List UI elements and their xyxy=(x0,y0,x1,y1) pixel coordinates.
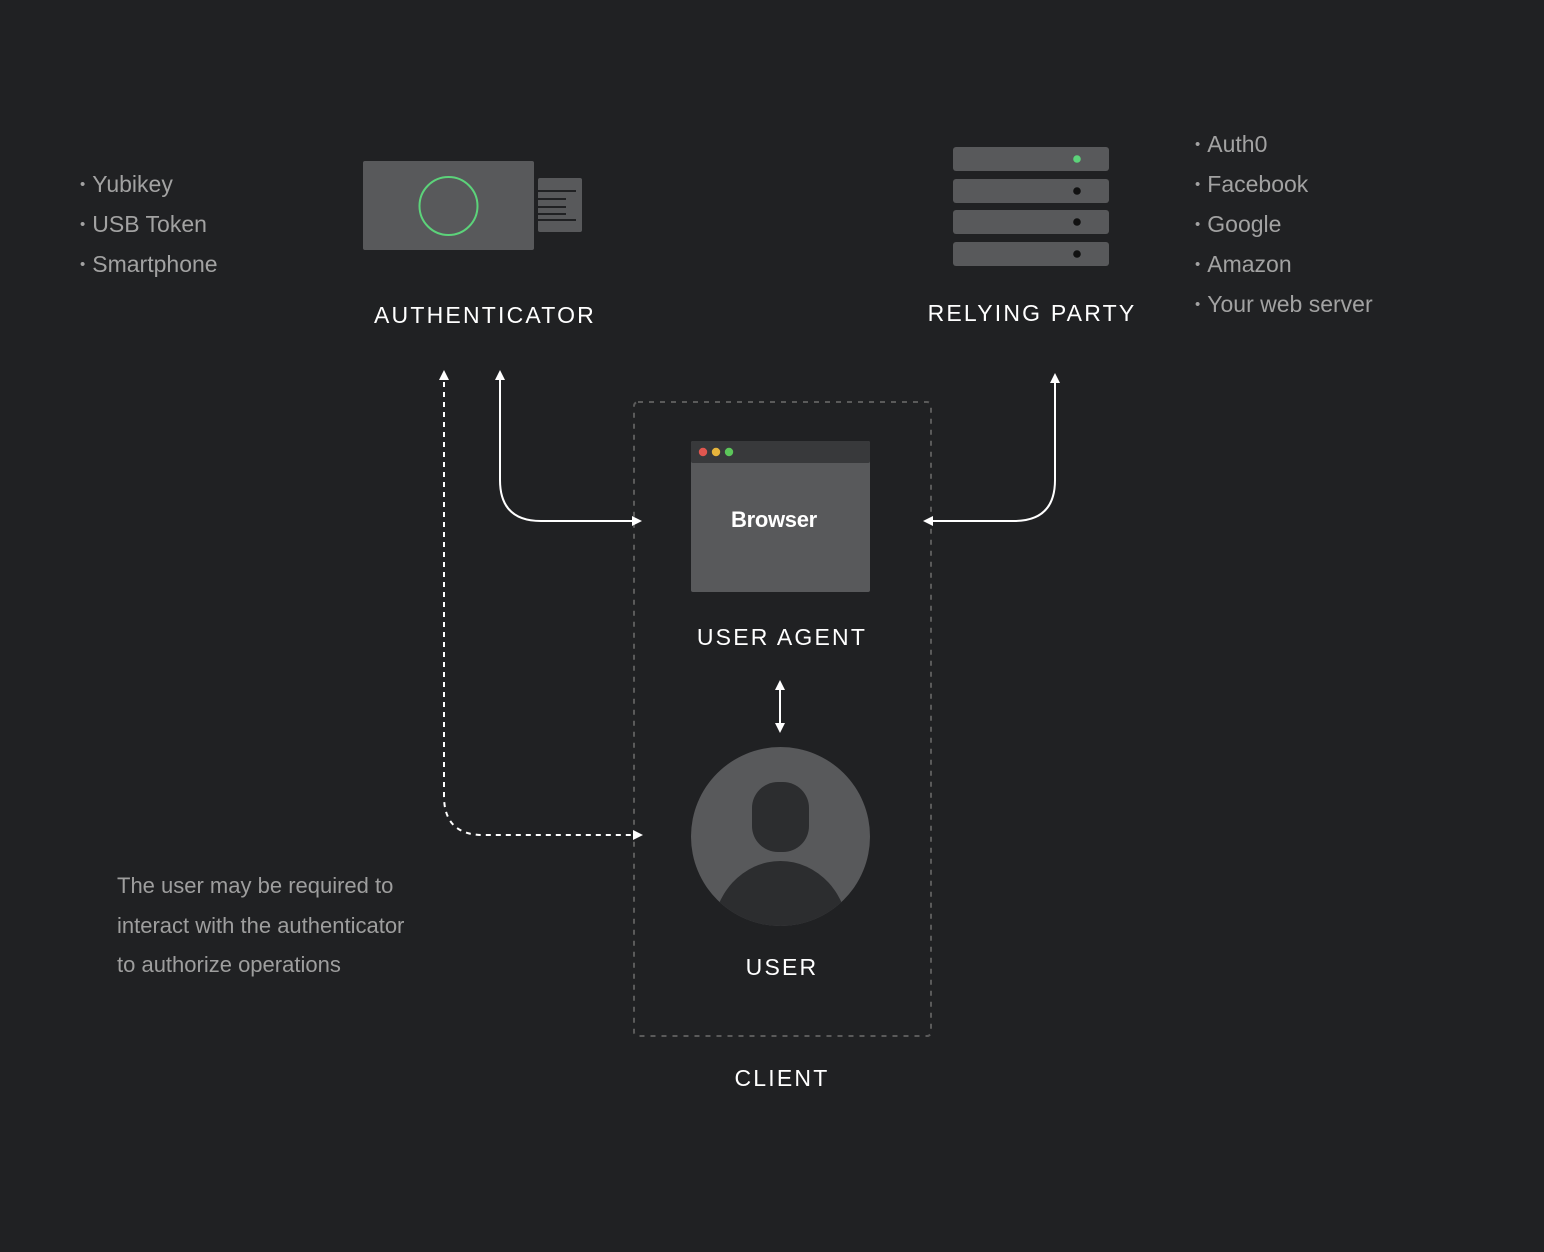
arrow-authenticator-browser xyxy=(495,370,642,526)
usb-key-icon xyxy=(363,161,582,250)
list-item: Facebook xyxy=(1195,164,1373,204)
list-item: Google xyxy=(1195,204,1373,244)
browser-window-title: Browser xyxy=(731,507,817,532)
note-line: interact with the authenticator xyxy=(117,912,405,938)
relying-party-label: RELYING PARTY xyxy=(927,300,1137,326)
relying-party-examples-list: Auth0 Facebook Google Amazon Your web se… xyxy=(1195,124,1373,324)
list-item: Amazon xyxy=(1195,244,1373,284)
server-icon xyxy=(953,147,1109,266)
authenticator-examples-list: Yubikey USB Token Smartphone xyxy=(80,164,218,284)
authenticator-label: AUTHENTICATOR xyxy=(374,302,596,328)
list-item: Your web server xyxy=(1195,284,1372,324)
list-item: Auth0 xyxy=(1195,124,1373,164)
note-line: The user may be required to xyxy=(117,873,394,898)
note-line: to authorize operations xyxy=(117,952,341,977)
list-item: Yubikey xyxy=(80,164,218,204)
list-item: Smartphone xyxy=(80,244,217,284)
client-label: CLIENT xyxy=(734,1065,830,1091)
user-avatar-icon xyxy=(691,747,870,926)
list-item: USB Token xyxy=(80,204,218,244)
authenticator-note: The user may be required to interact wit… xyxy=(117,866,404,985)
user-label: USER xyxy=(745,954,819,980)
arrow-relying-party-browser xyxy=(923,373,1060,526)
browser-window-icon xyxy=(691,441,870,592)
user-agent-label: USER AGENT xyxy=(696,624,868,650)
dashed-arrow-authenticator-user xyxy=(439,370,643,840)
client-boundary xyxy=(633,401,932,1037)
